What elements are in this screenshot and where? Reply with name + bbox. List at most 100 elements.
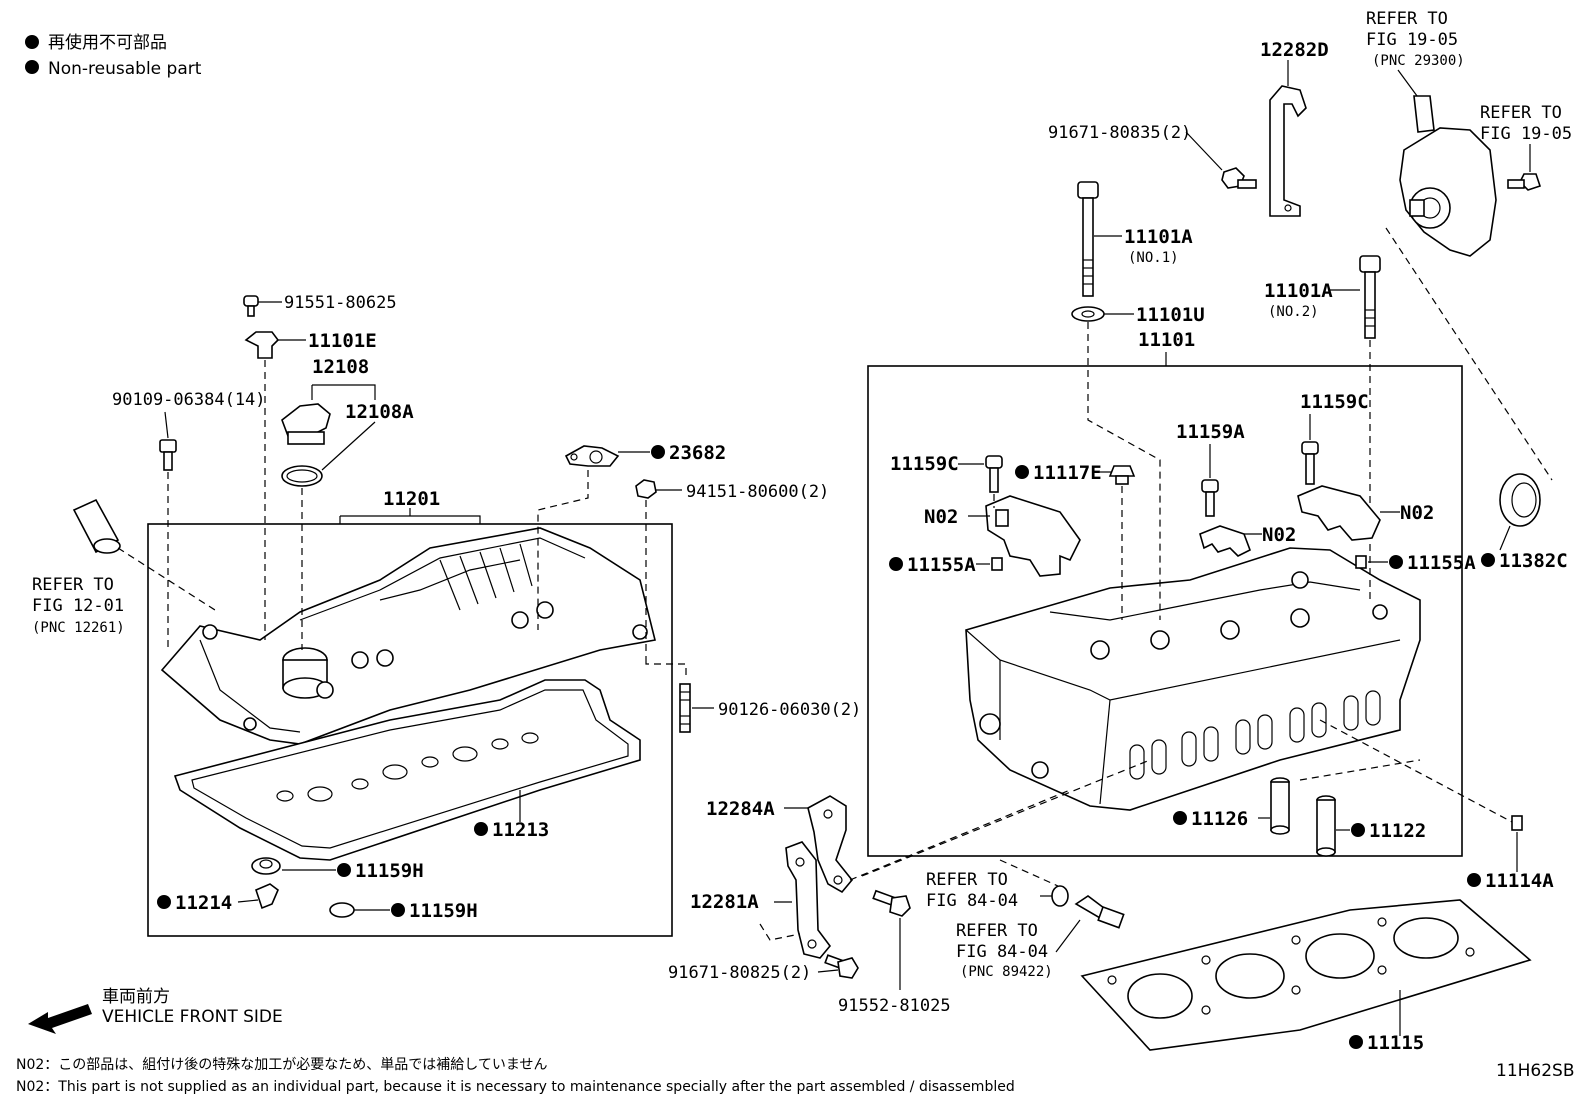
figure-code: 11H62SB xyxy=(1496,1061,1575,1081)
label-11159C-a: 11159C xyxy=(890,453,959,475)
non-reusable-bullet xyxy=(889,557,903,571)
bolt-11101A-no2 xyxy=(1359,255,1381,339)
washer-84-04 xyxy=(1051,885,1069,907)
stud-90126-06030 xyxy=(679,683,691,733)
refer-84-04-b-line3: (PNC 89422) xyxy=(960,964,1053,980)
front-en: VEHICLE FRONT SIDE xyxy=(102,1007,283,1027)
label-91671-80835: 91671-80835(2) xyxy=(1048,123,1191,143)
dowel-11155A-b xyxy=(1355,555,1367,569)
head-gasket-11115 xyxy=(1080,899,1532,1051)
bolt-91552-81025 xyxy=(872,889,911,917)
valve-guide-11122 xyxy=(1316,795,1336,857)
sensor-11101E xyxy=(244,331,280,359)
label-11159C-b: 11159C xyxy=(1300,391,1369,413)
bolt-90109-06384 xyxy=(159,439,177,471)
label-11101A-no2-sub: (NO.2) xyxy=(1268,304,1319,320)
valve-cover-11201 xyxy=(160,527,656,745)
dowel-11155A-a xyxy=(991,557,1003,571)
label-94151-80600: 94151-80600(2) xyxy=(686,482,829,502)
hose-stub xyxy=(72,498,121,554)
label-11101E: 11101E xyxy=(308,330,377,352)
label-11213: 11213 xyxy=(492,819,549,841)
refer-12-01-line1: REFER TO xyxy=(32,575,114,595)
cylinder-head-group-box xyxy=(867,365,1463,857)
bullet-icon xyxy=(25,60,39,74)
label-11159A: 11159A xyxy=(1176,421,1245,443)
label-11101U: 11101U xyxy=(1136,304,1205,326)
label-11214: 11214 xyxy=(175,892,232,914)
label-12284A: 12284A xyxy=(706,798,775,820)
refer-19-05-a-line2: FIG 19-05 xyxy=(1366,30,1458,50)
label-11159H-a: 11159H xyxy=(355,860,424,882)
refer-84-04-b-line2: FIG 84-04 xyxy=(956,942,1048,962)
bearing-cap-n02-c xyxy=(1297,485,1381,541)
refer-84-04-a-line1: REFER TO xyxy=(926,870,1008,890)
refer-84-04-a-line2: FIG 84-04 xyxy=(926,891,1018,911)
bracket-12282D xyxy=(1269,85,1307,217)
bullet-icon xyxy=(25,35,39,49)
label-n02-b: N02 xyxy=(1262,524,1296,546)
bearing-cap-n02-b xyxy=(1199,525,1252,557)
bracket-12108 xyxy=(311,384,376,400)
bolt-91671-80835 xyxy=(1221,167,1257,189)
valve-guide-11126 xyxy=(1270,777,1290,835)
refer-84-04-b-line1: REFER TO xyxy=(956,921,1038,941)
label-n02-c: N02 xyxy=(1400,502,1434,524)
label-11101A-no1-sub: (NO.1) xyxy=(1128,250,1179,266)
oil-filler-cap-12108 xyxy=(281,403,331,445)
gasket-23682 xyxy=(564,445,620,467)
bolt-91671-80825 xyxy=(824,954,859,979)
label-11155A-a: 11155A xyxy=(907,554,976,576)
non-reusable-bullet xyxy=(1015,465,1029,479)
washer-11101U xyxy=(1071,306,1105,322)
non-reusable-bullet xyxy=(1351,823,1365,837)
label-90109-06384: 90109-06384(14) xyxy=(112,390,266,410)
label-12282D: 12282D xyxy=(1260,39,1329,61)
non-reusable-bullet xyxy=(1349,1035,1363,1049)
bolt-11159C-b xyxy=(1301,441,1319,485)
gasket-11213 xyxy=(173,679,641,861)
label-91552-81025: 91552-81025 xyxy=(838,996,951,1016)
label-91671-80825: 91671-80825(2) xyxy=(668,963,811,983)
label-12108: 12108 xyxy=(312,356,369,378)
valve-cover-group-box xyxy=(147,523,673,937)
arrow-left-icon xyxy=(28,1004,92,1034)
non-reusable-bullet xyxy=(1389,555,1403,569)
bolt-vacuum-pump xyxy=(1507,173,1542,191)
label-11159H-b: 11159H xyxy=(409,900,478,922)
cylinder-head-11101 xyxy=(965,547,1421,811)
oil-seal-11382C xyxy=(1499,473,1541,527)
label-11201: 11201 xyxy=(383,488,440,510)
temp-sensor-89422 xyxy=(1074,895,1125,929)
label-11126: 11126 xyxy=(1191,808,1248,830)
bolt-91551-80625 xyxy=(243,295,259,317)
refer-19-05-a-line3: (PNC 29300) xyxy=(1372,53,1465,69)
label-n02-a: N02 xyxy=(924,506,958,528)
refer-12-01-line3: (PNC 12261) xyxy=(32,620,125,636)
non-reusable-bullet xyxy=(337,863,351,877)
label-11101A-no1: 11101A xyxy=(1124,226,1193,248)
refer-19-05-b-line2: FIG 19-05 xyxy=(1480,124,1572,144)
non-reusable-bullet xyxy=(157,895,171,909)
label-12108A: 12108A xyxy=(345,401,414,423)
vacuum-pump xyxy=(1399,95,1497,257)
seal-washer-11159H-b xyxy=(329,902,355,918)
seal-11214 xyxy=(255,883,279,910)
note-n02-en: N02：This part is not supplied as an indi… xyxy=(16,1079,1015,1095)
front-jp: 車両前方 xyxy=(102,987,170,1007)
bracket-12284A xyxy=(807,795,854,894)
plug-11117E xyxy=(1108,465,1136,477)
label-23682: 23682 xyxy=(669,442,726,464)
non-reusable-bullet xyxy=(391,903,405,917)
label-90126-06030: 90126-06030(2) xyxy=(718,700,861,720)
refer-19-05-b-line1: REFER TO xyxy=(1480,103,1562,123)
label-11382C: 11382C xyxy=(1499,550,1568,572)
label-11115: 11115 xyxy=(1367,1032,1424,1054)
nut-94151-80600 xyxy=(635,479,657,499)
legend: 再使用不可部品 Non-reusable part xyxy=(25,32,202,79)
non-reusable-bullet xyxy=(474,822,488,836)
seal-washer-11159H xyxy=(251,857,281,875)
bracket-12281A xyxy=(785,841,832,959)
label-11117E: 11117E xyxy=(1033,462,1102,484)
label-11122: 11122 xyxy=(1369,820,1426,842)
